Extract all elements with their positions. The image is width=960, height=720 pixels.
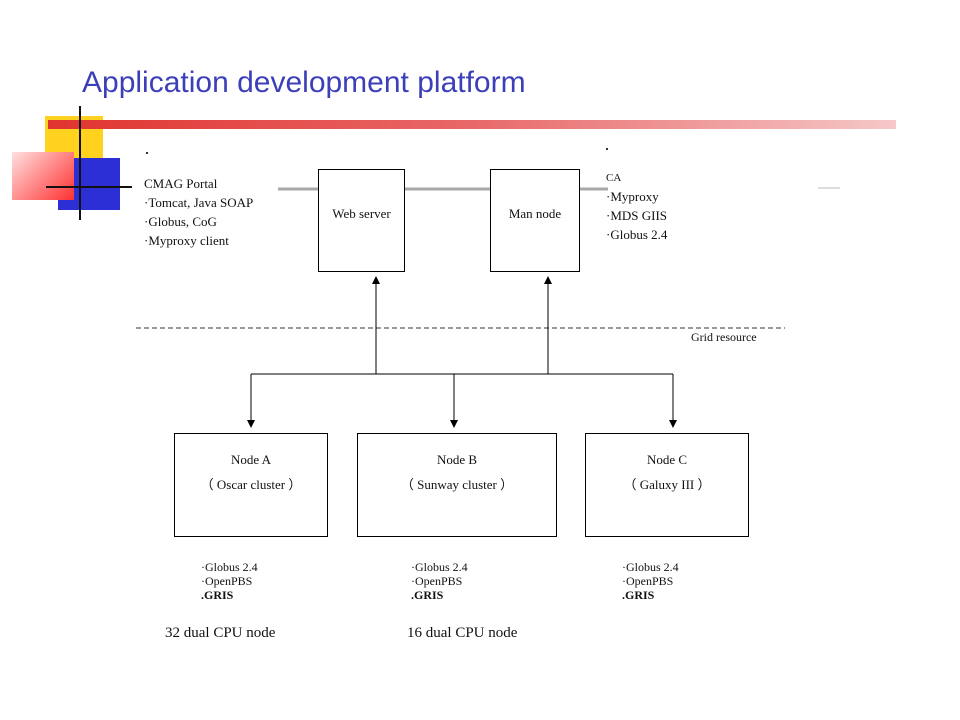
node-c-software: ·Globus 2.4 ·OpenPBS .GRIS [622, 560, 679, 602]
node-b-software: ·Globus 2.4 ·OpenPBS .GRIS [411, 560, 468, 602]
horizontal-accent-line [46, 186, 132, 188]
ca-item: ·MDS GIIS [606, 208, 668, 223]
software-item: ·OpenPBS [411, 574, 463, 588]
software-item: ·Globus 2.4 [201, 560, 258, 574]
ca-item: ·Globus 2.4 [606, 227, 668, 242]
vertical-accent-line [79, 106, 81, 220]
grid-resource-label: Grid resource [691, 330, 757, 344]
portal-item: CMAG Portal [144, 176, 218, 191]
node-a-box: Node A （ Oscar cluster ） [174, 433, 328, 537]
pink-square-decoration [12, 152, 74, 200]
software-item: ·OpenPBS [622, 574, 674, 588]
ca-item: CA [606, 172, 622, 184]
node-a-desc: （ Oscar cluster ） [200, 477, 302, 492]
node-b-name: Node B [436, 452, 478, 467]
node-c-name: Node C [646, 452, 688, 467]
node-b-cpu-count: 16 dual CPU node [407, 625, 518, 641]
node-c-desc: （ Galuxy III ） [623, 477, 711, 492]
ca-software-list: CA ·Myproxy ·MDS GIIS ·Globus 2.4 [606, 170, 667, 244]
software-item: .GRIS [411, 588, 444, 602]
portal-item: ·Myproxy client [144, 233, 229, 248]
node-a-cpu-count: 32 dual CPU node [165, 625, 276, 641]
page-title: Application development platform [82, 66, 526, 99]
portal-software-list: CMAG Portal ·Tomcat, Java SOAP ·Globus, … [144, 174, 253, 250]
software-item: .GRIS [622, 588, 655, 602]
man-node-label: Man node [508, 206, 562, 221]
node-b-box: Node B （ Sunway cluster ） [357, 433, 557, 537]
node-b-desc: （ Sunway cluster ） [400, 477, 514, 492]
man-node-box: Man node [490, 169, 580, 272]
ca-item: ·Myproxy [606, 189, 659, 204]
dot-marker [606, 148, 608, 150]
software-item: ·Globus 2.4 [411, 560, 468, 574]
portal-item: ·Globus, CoG [144, 214, 217, 229]
software-item: ·Globus 2.4 [622, 560, 679, 574]
node-c-box: Node C （ Galuxy III ） [585, 433, 749, 537]
software-item: .GRIS [201, 588, 234, 602]
web-server-label: Web server [332, 206, 391, 221]
dot-marker [146, 152, 148, 154]
node-a-name: Node A [230, 452, 272, 467]
software-item: ·OpenPBS [201, 574, 253, 588]
web-server-box: Web server [318, 169, 405, 272]
red-gradient-bar [48, 120, 896, 129]
portal-item: ·Tomcat, Java SOAP [144, 195, 254, 210]
node-a-software: ·Globus 2.4 ·OpenPBS .GRIS [201, 560, 258, 602]
